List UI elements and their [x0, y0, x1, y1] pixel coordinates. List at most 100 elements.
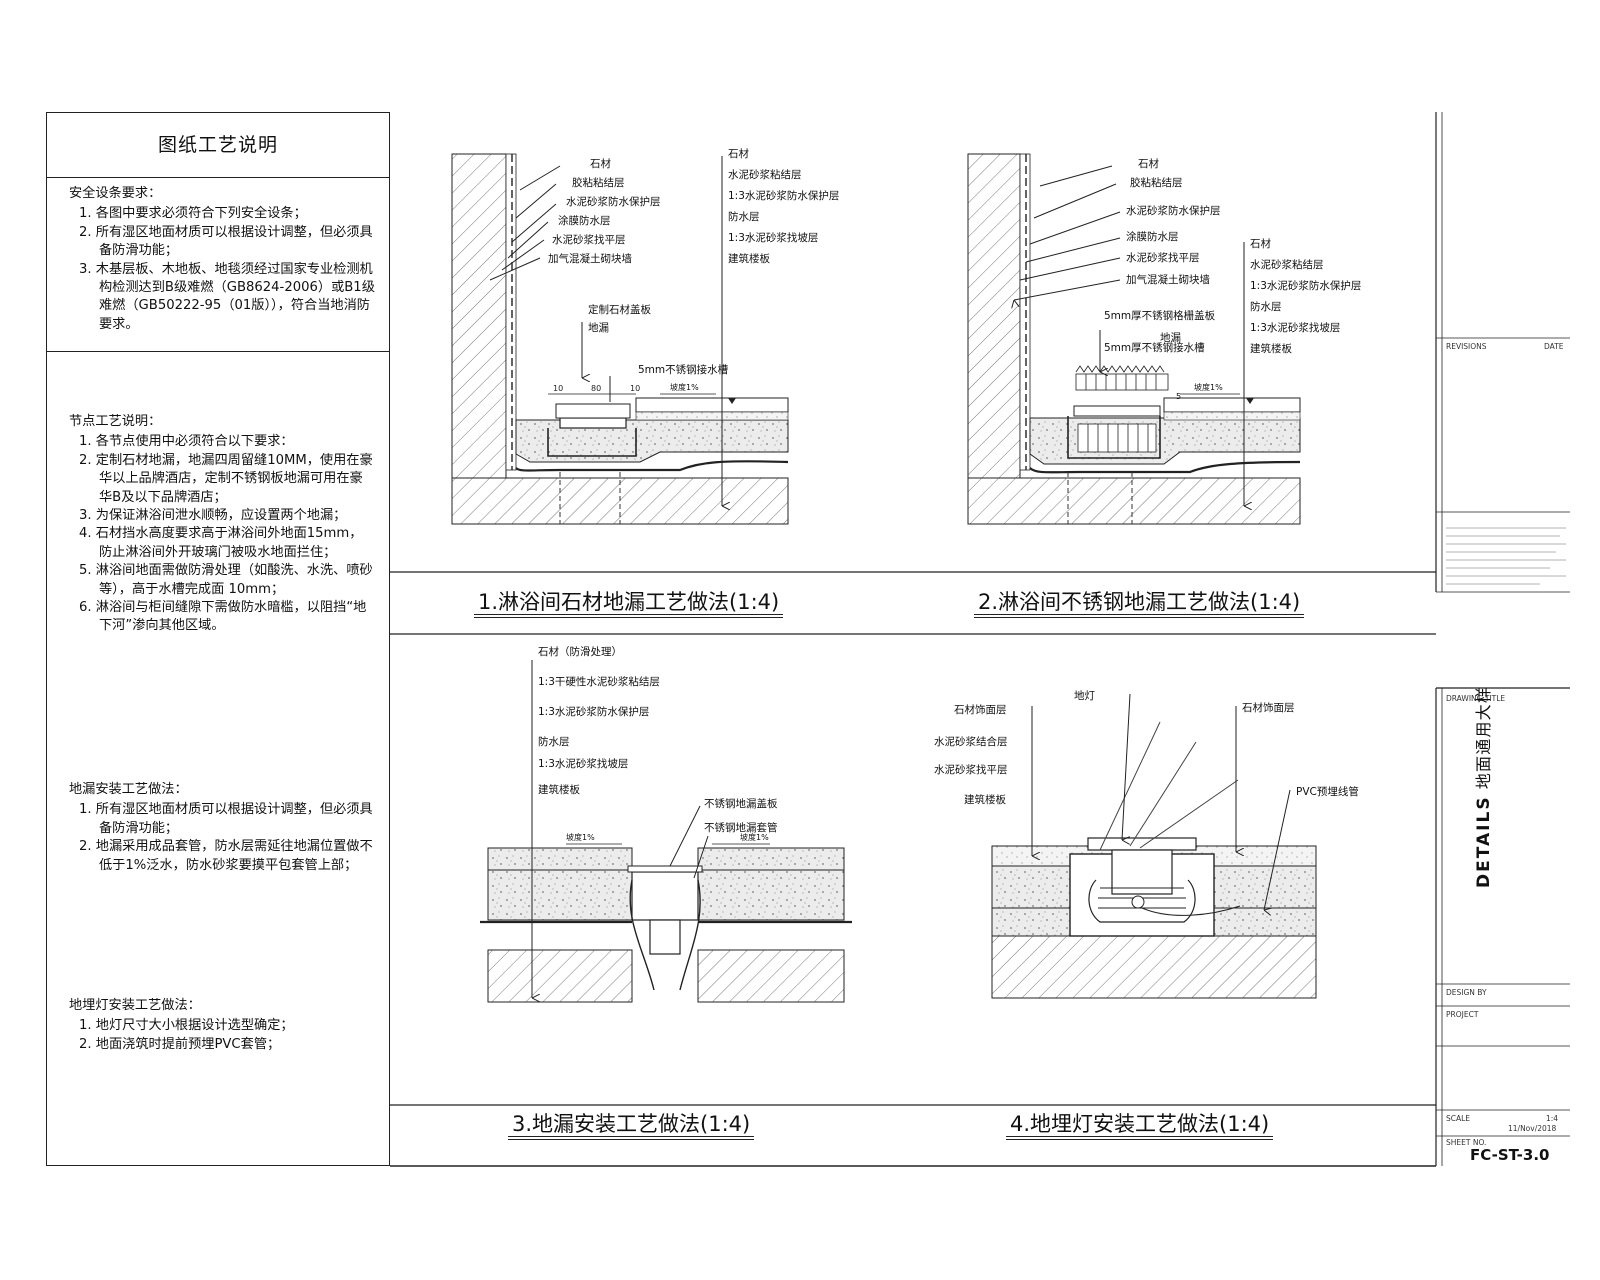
detail2-slope: 坡度1%: [1194, 383, 1223, 392]
detail1-wall-callout: 水泥砂浆找平层: [552, 234, 626, 246]
safety-heading: 安全设条要求：: [69, 186, 162, 201]
detail1-inner-callout: 5mm不锈钢接水槽: [638, 364, 729, 376]
notes-divider: [47, 351, 389, 352]
detail2-wall-callout: 胶粘粘结层: [1130, 177, 1183, 189]
detail3-slope-left: 坡度1%: [566, 833, 595, 842]
caption-underline: [474, 617, 784, 618]
drain-heading: 地漏安装工艺做法：: [69, 782, 188, 797]
safety-notes: 安全设条要求： 1. 各图中要求必须符合下列安全设条； 2. 所有湿区地面材质可…: [69, 185, 375, 334]
tb-design-label: DESIGN BY: [1446, 988, 1487, 997]
detail4-left-callout: 石材饰面层: [954, 704, 1007, 716]
detail1-inner-callout: 地漏: [588, 322, 609, 334]
tb-title-cn: 地面通用大样: [1474, 685, 1493, 790]
caption-underline: [508, 1136, 755, 1137]
detail4-right-callout: PVC预埋线管: [1296, 786, 1359, 798]
tb-sheet-label: SHEET NO.: [1446, 1138, 1487, 1147]
detail3-left-callout: 石材（防滑处理）: [538, 646, 622, 658]
node-item: 1. 各节点使用中必须符合以下要求：: [79, 434, 294, 450]
detail4-left-callout: 水泥砂浆结合层: [934, 736, 1008, 748]
drain-item: 1. 所有湿区地面材质可以根据设计调整，但必须具备防滑功能；: [79, 802, 373, 836]
detail1-wall-callout: 石材: [590, 158, 611, 170]
detail1-wall-callout: 水泥砂浆防水保护层: [566, 196, 661, 208]
detail1-floor-callout: 建筑楼板: [728, 253, 770, 265]
caption-underline: [1006, 1139, 1274, 1140]
node-item: 4. 石材挡水高度要求高于淋浴间外地面15mm，防止淋浴间外开玻璃门被吸水地面拦…: [79, 526, 363, 560]
detail1-wall-callout: 加气混凝土砌块墙: [548, 253, 632, 265]
detail1-floor-callout: 水泥砂浆粘结层: [728, 169, 802, 181]
detail1-floor-callout: 防水层: [728, 211, 760, 223]
detail1-wall-callout: 涂膜防水层: [558, 215, 611, 227]
tb-revisions-label: REVISIONS: [1446, 342, 1487, 351]
detail2-wall-callout: 水泥砂浆防水保护层: [1126, 205, 1221, 217]
tb-drawing-title: DETAILS 地面通用大样: [1470, 686, 1494, 888]
detail3-left-callout: 1:3水泥砂浆找坡层: [538, 758, 629, 770]
detail3-right-callout: 不锈钢地漏盖板: [704, 798, 778, 810]
detail2-inner-callout: 5mm厚不锈钢接水槽: [1104, 342, 1205, 354]
detail4-left-callout: 建筑楼板: [964, 794, 1006, 806]
detail2-dim: 5: [1176, 392, 1182, 401]
tb-title-en: DETAILS: [1474, 795, 1494, 888]
drawing-number: FC-ST-3.0: [1470, 1146, 1550, 1164]
notes-title: 图纸工艺说明: [47, 113, 389, 178]
caption-underline: [508, 1139, 755, 1140]
node-item: 6. 淋浴间与柜间缝隙下需做防水暗槛，以阻挡“地下河”渗向其他区域。: [79, 600, 367, 634]
safety-item: 1. 各图中要求必须符合下列安全设条；: [79, 206, 307, 222]
detail-3-section: [480, 660, 852, 1003]
detail2-inner-callout: 地漏: [1160, 332, 1181, 344]
safety-item: 2. 所有湿区地面材质可以根据设计调整，但必须具备防滑功能；: [79, 224, 373, 259]
safety-item: 3. 木基层板、木地板、地毯须经过国家专业检测机构检测达到B级难燃（GB8624…: [79, 261, 375, 332]
detail2-floor-callout: 1:3水泥砂浆找坡层: [1250, 322, 1341, 334]
detail1-floor-callout: 1:3水泥砂浆防水保护层: [728, 190, 840, 202]
detail1-caption: 1.淋浴间石材地漏工艺做法(1:4): [474, 586, 784, 618]
detail2-wall-callout: 加气混凝土砌块墙: [1126, 274, 1210, 286]
detail3-left-callout: 1:3干硬性水泥砂浆粘结层: [538, 676, 660, 688]
caption-underline: [974, 617, 1305, 618]
detail3-caption-text: 3.地漏安装工艺做法(1:4): [512, 1112, 751, 1136]
detail1-floor-callout: 1:3水泥砂浆找坡层: [728, 232, 819, 244]
detail1-slope: 坡度1%: [670, 383, 699, 392]
detail-1-section: 10 80 10: [451, 153, 789, 525]
detail4-top-callout: 石材饰面层: [1242, 702, 1295, 714]
tb-scale-label: SCALE: [1446, 1114, 1471, 1123]
detail3-left-callout: 1:3水泥砂浆防水保护层: [538, 706, 650, 718]
node-item: 2. 定制石材地漏，地漏四周留缝10MM，使用在豪华以上品牌酒店，定制不锈钢板地…: [79, 452, 373, 505]
detail3-caption: 3.地漏安装工艺做法(1:4): [508, 1108, 755, 1140]
detail2-floor-callout: 1:3水泥砂浆防水保护层: [1250, 280, 1362, 292]
detail2-floor-callout: 石材: [1250, 238, 1271, 250]
detail-2-section: [967, 153, 1301, 525]
tb-date-label: DATE: [1544, 342, 1564, 351]
detail2-caption-text: 2.淋浴间不锈钢地漏工艺做法(1:4): [978, 590, 1301, 614]
notes-panel: 图纸工艺说明 安全设条要求： 1. 各图中要求必须符合下列安全设条； 2. 所有…: [46, 112, 390, 1166]
tb-scale-value: 1:4: [1546, 1114, 1559, 1123]
detail4-caption: 4.地埋灯安装工艺做法(1:4): [1006, 1108, 1274, 1140]
detail1-caption-text: 1.淋浴间石材地漏工艺做法(1:4): [478, 590, 780, 614]
detail4-caption-text: 4.地埋灯安装工艺做法(1:4): [1010, 1112, 1270, 1136]
detail2-wall-callout: 涂膜防水层: [1126, 231, 1179, 243]
node-item: 5. 淋浴间地面需做防滑处理（如酸洗、水洗、喷砂等），高于水槽完成面 10mm；: [79, 563, 373, 597]
detail-4-section: [991, 693, 1317, 999]
caption-underline: [474, 614, 784, 615]
detail2-wall-callout: 水泥砂浆找平层: [1126, 252, 1200, 264]
detail3-left-callout: 建筑楼板: [538, 784, 580, 796]
tb-drawing-title-label: DRAWING TITLE: [1446, 694, 1506, 703]
svg-text:10: 10: [630, 384, 640, 393]
detail1-inner-callout: 定制石材盖板: [588, 304, 651, 316]
detail4-left-callout: 水泥砂浆找平层: [934, 764, 1008, 776]
caption-underline: [1006, 1136, 1274, 1137]
lamp-item: 1. 地灯尺寸大小根据设计选型确定；: [79, 1018, 294, 1034]
svg-text:80: 80: [591, 384, 601, 393]
detail2-floor-callout: 建筑楼板: [1250, 343, 1292, 355]
tb-project-label: PROJECT: [1446, 1010, 1479, 1019]
drain-item: 2. 地漏采用成品套管，防水层需延往地漏位置做不低于1%泛水，防水砂浆要摸平包套…: [79, 839, 373, 873]
detail2-inner-callout: 5mm厚不锈钢格栅盖板: [1104, 310, 1216, 322]
detail3-left-callout: 防水层: [538, 736, 570, 748]
detail2-caption: 2.淋浴间不锈钢地漏工艺做法(1:4): [974, 586, 1305, 618]
drain-notes: 地漏安装工艺做法： 1. 所有湿区地面材质可以根据设计调整，但必须具备防滑功能；…: [69, 781, 375, 875]
tb-date-value: 11/Nov/2018: [1508, 1124, 1557, 1133]
detail1-wall-callout: 胶粘粘结层: [572, 177, 625, 189]
detail3-right-callout: 不锈钢地漏套管: [704, 822, 778, 834]
detail1-floor-callout: 石材: [728, 148, 749, 160]
node-notes: 节点工艺说明： 1. 各节点使用中必须符合以下要求： 2. 定制石材地漏，地漏四…: [69, 413, 375, 636]
detail2-wall-callout: 石材: [1138, 158, 1159, 170]
